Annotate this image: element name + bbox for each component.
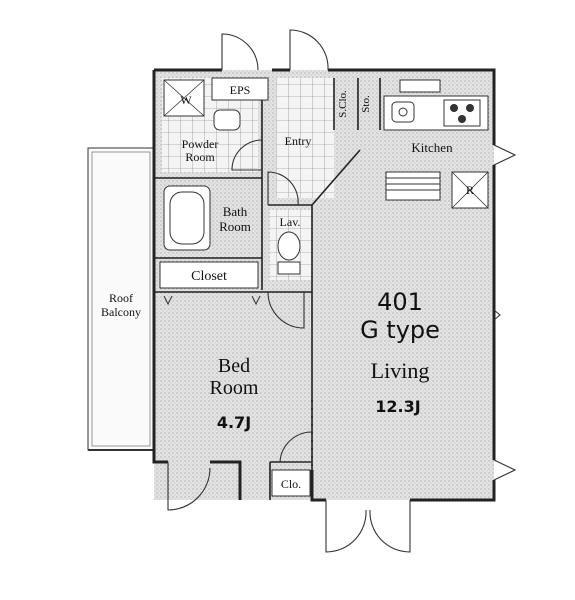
stove-icon (443, 99, 481, 127)
refrigerator-label: R (466, 183, 474, 197)
washer-label: W (180, 93, 192, 107)
kitchen-shelf (385, 171, 441, 201)
bath-label-2: Room (219, 219, 251, 234)
entry-label: Entry (285, 134, 312, 148)
living-label: Living (371, 358, 430, 383)
washbasin-icon (213, 109, 241, 131)
closet-markers (163, 295, 261, 306)
shoe-closet-label: S.Clo. (337, 90, 349, 118)
balcony-label-1: Roof (109, 291, 133, 305)
bed-closet-box (271, 469, 311, 497)
doors (167, 29, 517, 553)
bedroom-size: 4.7J (217, 413, 251, 432)
outer-walls (152, 68, 496, 502)
unit-type: G type (360, 316, 440, 344)
storage-label: Sto. (360, 95, 372, 113)
lav-label: Lav. (280, 215, 301, 229)
closet-label: Closet (191, 269, 227, 284)
kitchen-label: Kitchen (411, 140, 453, 155)
refrigerator-icon (451, 171, 489, 209)
bath-label-1: Bath (223, 204, 248, 219)
bedroom-label-2: Room (210, 377, 259, 399)
powder-label-2: Room (185, 150, 215, 164)
washer-icon (163, 79, 205, 117)
balcony-label-2: Balcony (101, 305, 141, 319)
toilet-icon (277, 231, 301, 275)
bed-closet-label: Clo. (281, 477, 301, 491)
eps-label: EPS (230, 83, 251, 97)
bedroom-label-1: Bed (218, 355, 250, 377)
eps-box (211, 77, 269, 101)
interior-walls (154, 78, 381, 500)
unit-number: 401 (377, 288, 423, 316)
closet-box (159, 261, 259, 289)
roof-balcony (87, 147, 155, 451)
bathtub-icon (163, 185, 211, 251)
range-hood (399, 79, 441, 93)
powder-label-1: Powder (182, 137, 219, 151)
living-size: 12.3J (375, 397, 420, 416)
